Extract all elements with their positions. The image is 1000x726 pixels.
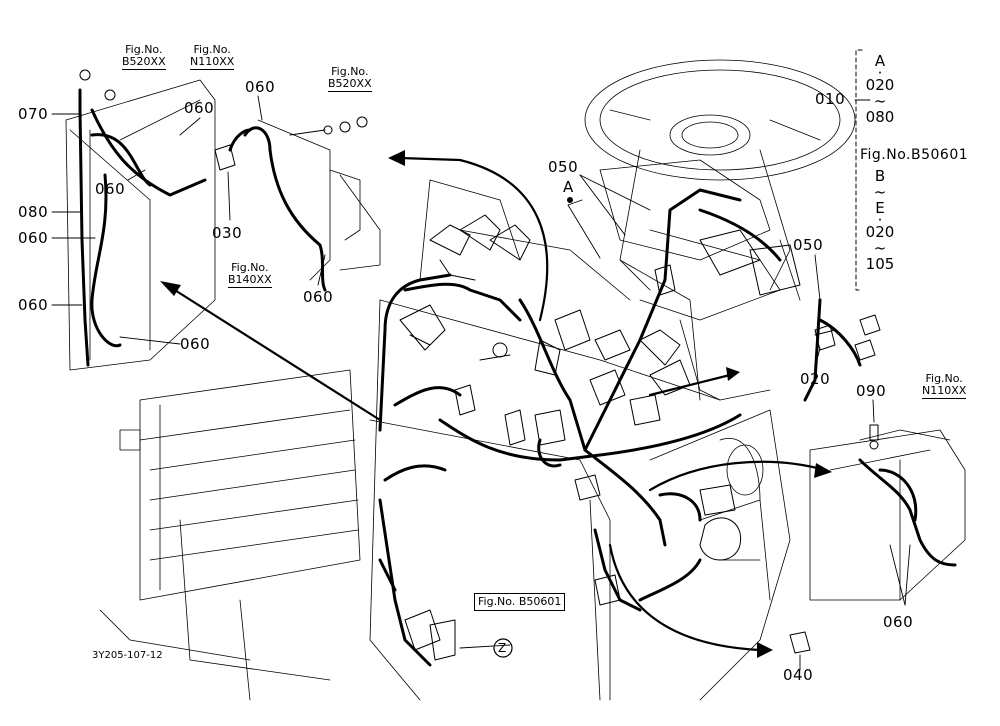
part-label-050-top: 050 (548, 158, 579, 176)
marker-a-dot (567, 197, 573, 203)
part-label-080: 080 (18, 203, 49, 221)
fig-ref-number: B50601 (518, 595, 562, 608)
part-label-060-inner: 060 (95, 180, 126, 198)
wiring-harness (78, 88, 957, 667)
arrowheads (160, 150, 832, 658)
arrows (168, 156, 827, 652)
legend-range-start: 020 (865, 223, 895, 241)
fig-ref-n110xx-left: Fig.No. N110XX (190, 43, 235, 70)
fig-ref-n110xx-right: Fig.No. N110XX (922, 372, 967, 399)
fig-ref-b520xx-top: Fig.No. B520XX (328, 66, 372, 92)
part-label-090: 090 (856, 382, 887, 400)
legend-tilde: ~ (873, 92, 887, 110)
part-label-060-topmid: 060 (184, 99, 215, 117)
fig-ref-title: Fig.No. (193, 43, 231, 56)
legend-a: A (874, 52, 886, 70)
fig-ref-number: N110XX (922, 384, 967, 399)
components (79, 69, 881, 661)
fig-ref-b520xx-left: Fig.No. B520XX (122, 44, 166, 70)
legend-tilde: ~ (873, 239, 887, 257)
zone-z-label: Z (498, 641, 507, 655)
document-code: 3Y205-107-12 (92, 650, 163, 661)
part-label-060-right: 060 (883, 613, 914, 631)
fig-ref-title: Fig.No. (125, 43, 163, 56)
fig-ref-title: Fig.No. (478, 595, 516, 608)
part-label-070: 070 (18, 105, 49, 123)
legend-range-end: 080 (865, 108, 895, 126)
part-label-060-bottom-left: 060 (180, 335, 211, 353)
leader-lines (51, 95, 911, 671)
zone-z-circle (493, 638, 513, 658)
marker-a-label: A (563, 178, 574, 196)
legend-bracket (855, 49, 863, 291)
legend-range-a: A · 020 ~ 080 (862, 52, 898, 126)
legend-e: E (875, 199, 885, 217)
part-label-060-left2: 060 (18, 296, 49, 314)
legend-dot: · (877, 64, 883, 82)
legend-dot: · (877, 211, 883, 229)
part-label-030: 030 (212, 224, 243, 242)
frame-outlines (65, 59, 966, 701)
fig-ref-number: N110XX (190, 55, 235, 70)
part-label-040: 040 (783, 666, 814, 684)
legend-fig-ref: Fig.No.B50601 (860, 147, 969, 163)
part-label-060-left1: 060 (18, 229, 49, 247)
fig-ref-title: Fig.No. (925, 372, 963, 385)
legend-tilde: ~ (873, 183, 887, 201)
legend-range-end: 105 (865, 255, 895, 273)
legend-b: B (874, 167, 886, 185)
fig-ref-number: B140XX (228, 273, 272, 288)
fig-ref-b50601-box: Fig.No. B50601 (474, 593, 566, 611)
part-label-060-bracket-bottom: 060 (303, 288, 334, 306)
part-label-020: 020 (800, 370, 831, 388)
fig-ref-b140xx: Fig.No. B140XX (228, 262, 272, 288)
fig-ref-title: Fig.No. (331, 65, 369, 78)
fig-ref-title: Fig.No. (231, 261, 269, 274)
part-label-050-right: 050 (793, 236, 824, 254)
fig-ref-number: B520XX (328, 77, 372, 92)
part-label-010: 010 (815, 90, 846, 108)
legend-range-start: 020 (865, 76, 895, 94)
part-label-060-bracket-top: 060 (245, 78, 276, 96)
fig-ref-number: B520XX (122, 55, 166, 70)
legend-range-b-e: B ~ E · 020 ~ 105 (862, 167, 898, 273)
